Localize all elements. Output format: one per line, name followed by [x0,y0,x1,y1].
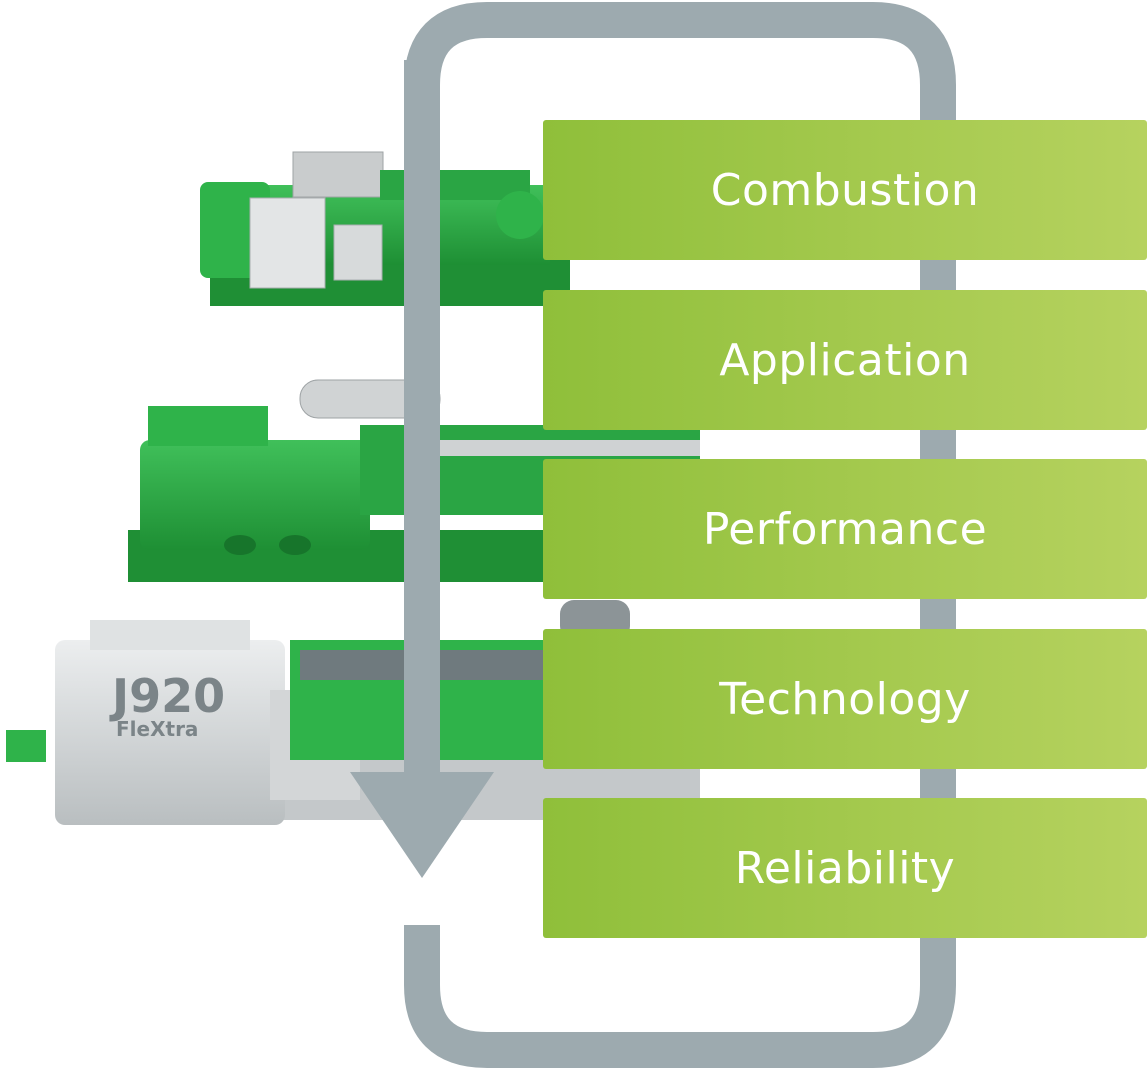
step-box-combustion: Combustion [543,120,1147,260]
down-arrow-icon [350,60,494,878]
step-box-technology: Technology [543,629,1147,769]
step-box-performance: Performance [543,459,1147,599]
engine-image-top [200,151,570,306]
engine-model-label: J920 [109,669,225,723]
step-label: Technology [719,673,971,725]
step-label: Combustion [710,164,980,216]
step-label: Reliability [734,842,956,894]
step-label: Application [719,334,971,386]
step-box-reliability: Reliability [543,798,1147,938]
step-label: Performance [702,503,988,555]
step-box-application: Application [543,290,1147,430]
engine-submodel-label: FleXtra [116,717,198,741]
